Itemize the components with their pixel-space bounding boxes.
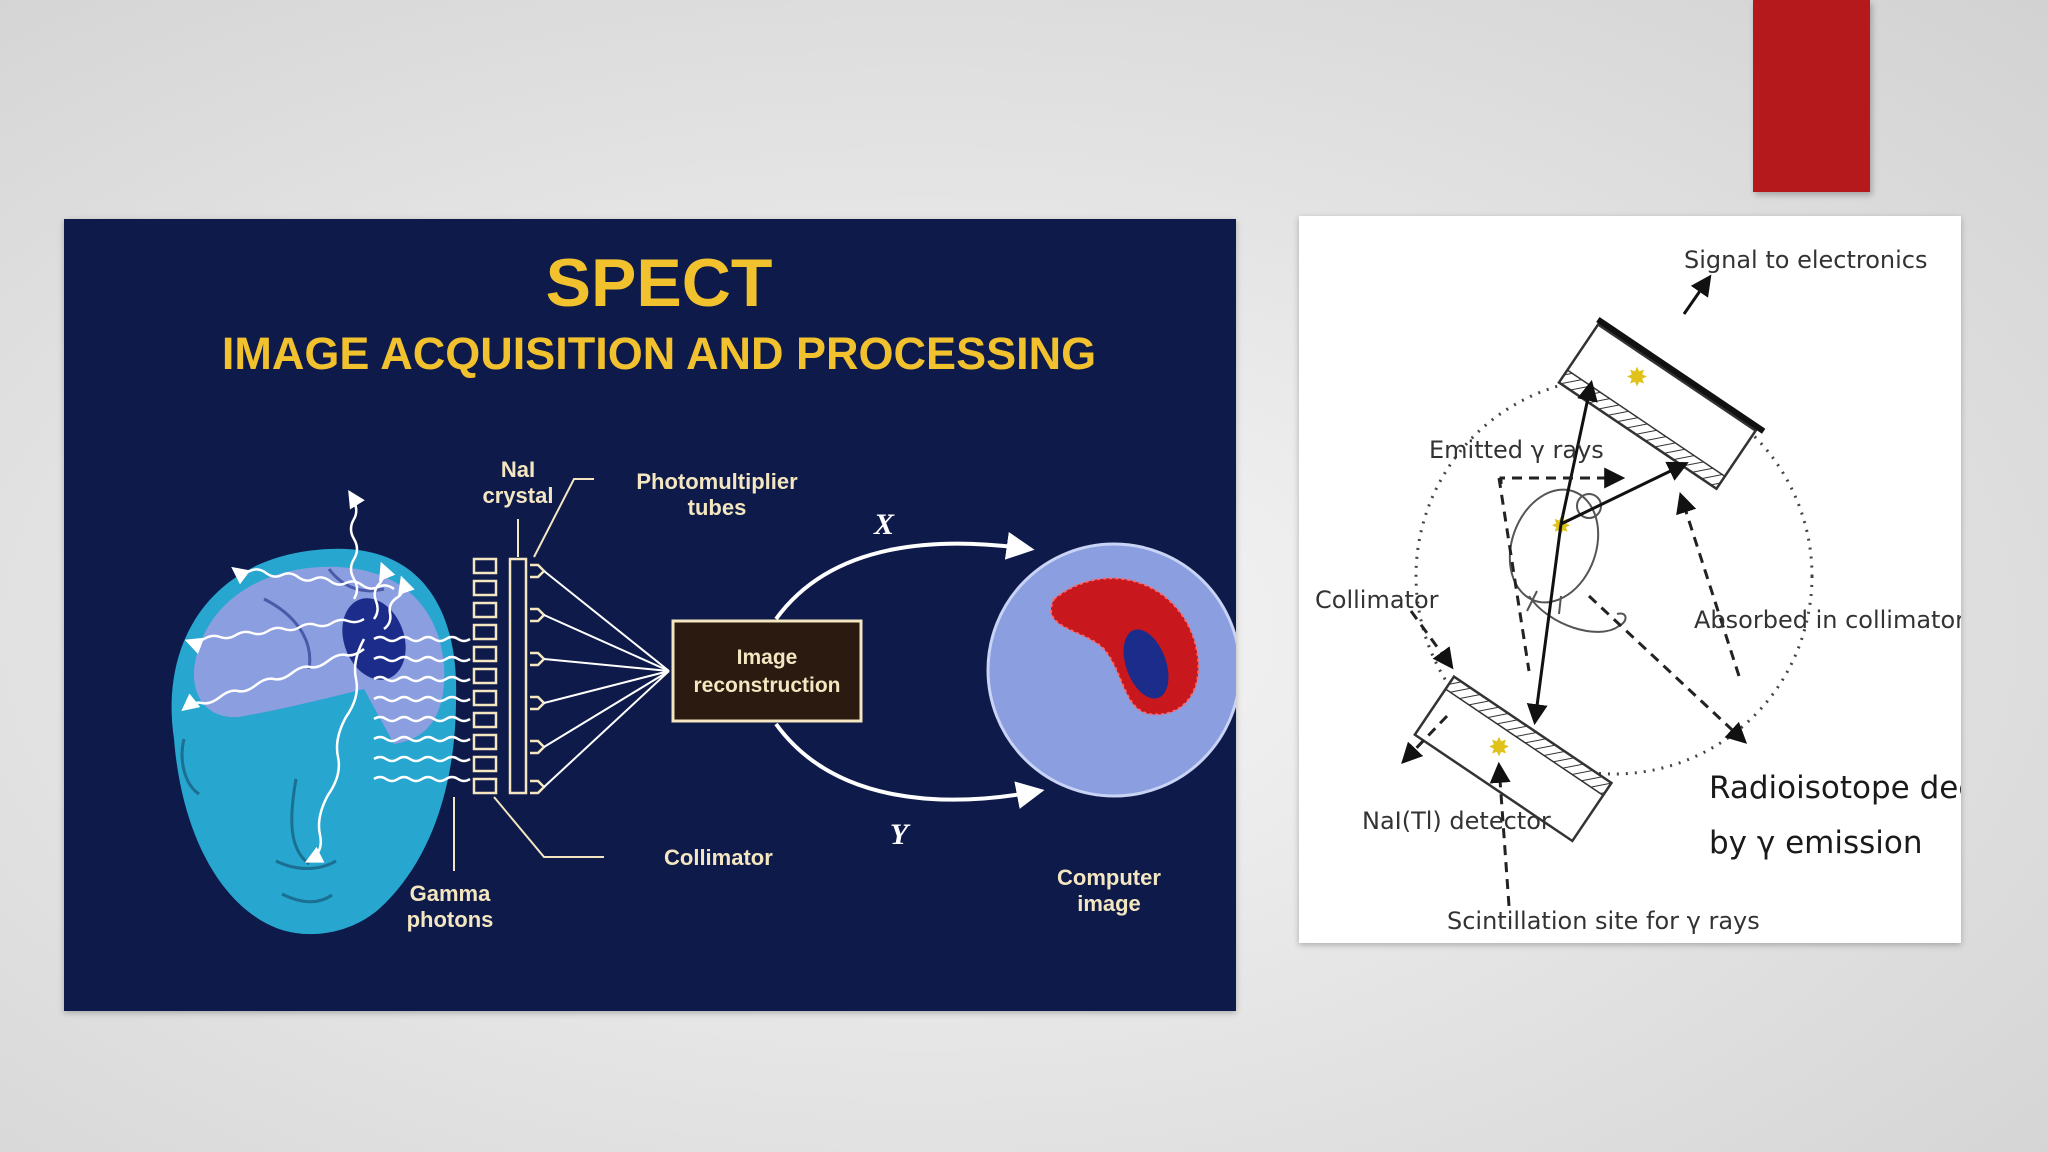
mouse-illustration xyxy=(1495,477,1626,632)
signal-label: Signal to electronics xyxy=(1684,246,1927,274)
scintillation-label: Scintillation site for γ rays xyxy=(1447,907,1760,935)
decay-label-line2: by γ emission xyxy=(1709,825,1923,861)
collimator xyxy=(474,559,496,793)
detector-label: NaI(Tl) detector xyxy=(1362,807,1551,835)
scintillation-star-upper: ✸ xyxy=(1626,362,1648,392)
detector-illustration: ✸ ✸ ✸ Signal to electroni xyxy=(1299,216,1961,943)
computer-image xyxy=(988,544,1236,796)
signal-lines xyxy=(544,571,669,787)
decay-label-line1: Radioisotope decay xyxy=(1709,770,1961,806)
computer-image-label-line2: image xyxy=(1077,891,1141,916)
scintillation-star-lower: ✸ xyxy=(1488,732,1510,762)
y-projection-arrow xyxy=(776,724,1039,800)
reconstruction-label-line1: Image xyxy=(737,646,798,669)
signal-arrow xyxy=(1684,278,1709,314)
nai-crystal xyxy=(510,559,526,793)
pmt-label-line2: tubes xyxy=(688,495,747,520)
spect-subtitle: IMAGE ACQUISITION AND PROCESSING xyxy=(222,328,1096,379)
collimator-label: Collimator xyxy=(664,845,773,870)
reconstruction-label-line2: reconstruction xyxy=(693,674,840,697)
detector-diagram: ✸ ✸ ✸ Signal to electroni xyxy=(1299,216,1961,943)
axis-x-label: X xyxy=(873,508,895,541)
absorbed-label: Absorbed in collimator xyxy=(1694,606,1961,634)
spect-illustration: SPECT IMAGE ACQUISITION AND PROCESSING xyxy=(64,219,1236,1011)
accent-bar xyxy=(1753,0,1870,192)
gamma-photons-label-line2: photons xyxy=(407,907,494,932)
axis-y-label: Y xyxy=(890,818,911,851)
spect-title: SPECT xyxy=(546,245,773,321)
gamma-photons-label-line1: Gamma xyxy=(410,881,491,906)
image-reconstruction-box xyxy=(673,621,861,721)
nai-crystal-label-line1: NaI xyxy=(501,457,535,482)
spect-diagram: SPECT IMAGE ACQUISITION AND PROCESSING xyxy=(64,219,1236,1011)
collimator-label-right: Collimator xyxy=(1315,586,1439,614)
computer-image-label-line1: Computer xyxy=(1057,865,1161,890)
label-leader-lines xyxy=(454,479,604,871)
pmt-label-line1: Photomultiplier xyxy=(636,469,798,494)
x-projection-arrow xyxy=(776,544,1029,619)
emitted-rays-label: Emitted γ rays xyxy=(1429,436,1604,464)
nai-crystal-label-line2: crystal xyxy=(483,483,554,508)
photomultiplier-tubes xyxy=(530,565,544,793)
